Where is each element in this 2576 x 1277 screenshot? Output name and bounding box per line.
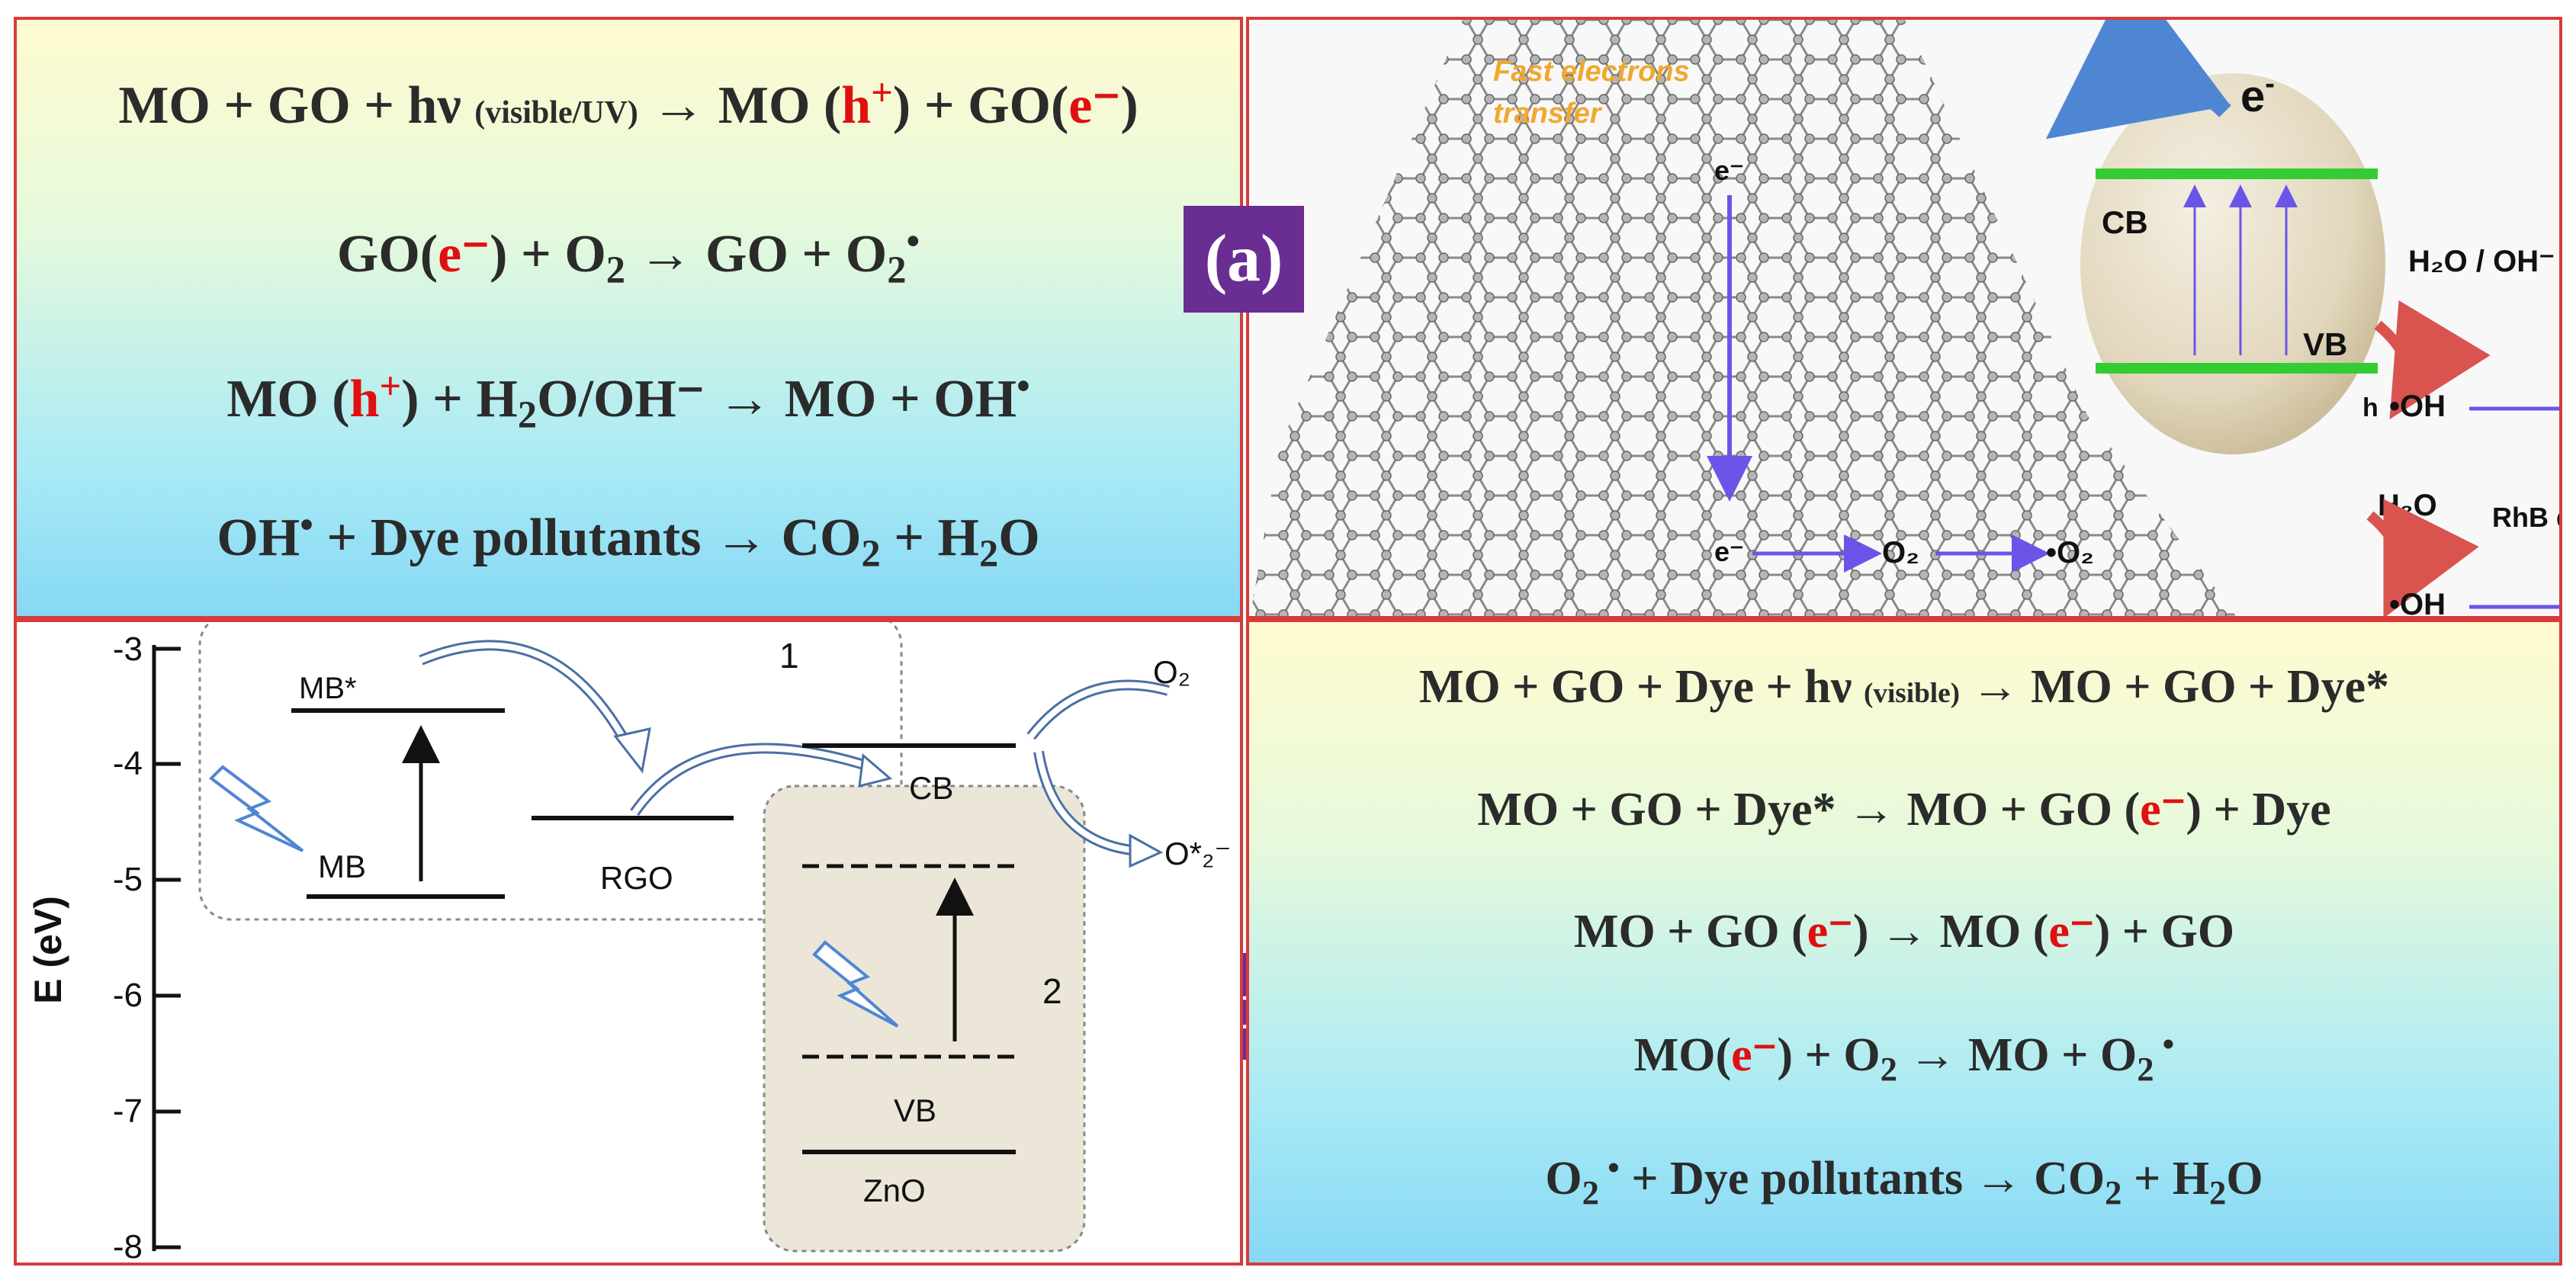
fast-transfer-label-2: transfer <box>1493 98 1603 130</box>
y-tick-label-2: -4 <box>113 745 143 782</box>
panel-a-equations: MO + GO + hν (visible/UV) → MO (h+) + GO… <box>14 17 1243 619</box>
oh-radical-bottom-label: •OH <box>2389 588 2446 619</box>
rhb-degradation-label: RhB degradation <box>2492 502 2562 533</box>
fast-transfer-arrow <box>2045 20 2231 140</box>
o2-label: O₂ <box>1153 654 1190 690</box>
y-tick-label-3: -5 <box>113 861 143 898</box>
equation-b4: MO(e⁻) + O2 → MO + O2 • <box>1633 1024 2175 1089</box>
equation-a1: MO + GO + hν (visible/UV) → MO (h+) + GO… <box>118 71 1139 135</box>
graphene-mechanism-illustration: CB VB h Fast electrons transfer e- e⁻ e⁻… <box>1246 17 2562 619</box>
cb-label: CB <box>2102 204 2148 240</box>
rgo-label: RGO <box>600 860 673 896</box>
graphene-sheet <box>1250 20 2237 616</box>
zno-label: ZnO <box>863 1173 926 1208</box>
lightning-icon <box>812 940 899 1028</box>
vb-label: VB <box>2303 326 2347 362</box>
o2-radical-label: O*₂⁻ <box>1164 836 1232 871</box>
cb-band-line <box>2096 168 2378 179</box>
cb-label: CB <box>909 770 953 806</box>
equation-b1: MO + GO + Dye + hν (visible) → MO + GO +… <box>1418 661 2390 713</box>
equation-a3: MO (h+) + H2O/OH⁻ → MO + OH• <box>226 364 1030 437</box>
y-axis-label: E (eV) <box>27 896 69 1004</box>
region-1-box <box>198 622 903 921</box>
electron-bottom-label: e⁻ <box>1714 536 1744 567</box>
fast-transfer-label-1: Fast electrons <box>1493 56 1690 88</box>
electron-left-label: e⁻ <box>1714 155 1744 186</box>
y-tick-label-1: -3 <box>113 630 143 668</box>
hole-label: h <box>2362 393 2378 422</box>
y-axis-ticks <box>154 647 181 1250</box>
y-tick-label-4: -6 <box>113 977 143 1014</box>
lightning-icon <box>208 765 304 852</box>
energy-level-diagram: -3 -4 -5 -6 -7 -8 E (eV) 1 2 MB* MB RGO <box>14 619 1243 1266</box>
panel-b-equations: MO + GO + Dye + hν (visible) → MO + GO +… <box>1246 619 2562 1266</box>
semiconductor-particle <box>2080 73 2385 454</box>
y-tick-label-6: -8 <box>113 1228 143 1266</box>
o2-label: O₂ <box>1882 536 1919 570</box>
mb-label: MB <box>318 849 366 884</box>
vb-label: VB <box>894 1093 936 1128</box>
h2o-label: H₂O <box>2378 489 2437 522</box>
h2o-oh-label: H₂O / OH⁻ <box>2408 245 2555 278</box>
equation-b2: MO + GO + Dye* → MO + GO (e⁻) + Dye <box>1477 784 2331 836</box>
equation-a4: OH• + Dye pollutants → CO2 + H2O <box>217 503 1040 576</box>
mb-star-label: MB* <box>299 672 357 705</box>
equation-a2: GO(e⁻) + O2 → GO + O2• <box>336 220 920 292</box>
energy-diagram-svg: -3 -4 -5 -6 -7 -8 E (eV) 1 2 MB* MB RGO <box>27 622 1232 1266</box>
region-2-label: 2 <box>1042 971 1062 1011</box>
o2-radical-label: •O₂ <box>2046 536 2094 570</box>
electron-top-label: e- <box>2240 68 2275 121</box>
region-1-label: 1 <box>779 636 799 675</box>
graphene-sheet-graphic: CB VB h Fast electrons transfer e- e⁻ e⁻… <box>1250 20 2562 619</box>
equation-b5: O2 • + Dye pollutants → CO2 + H2O <box>1545 1147 2263 1212</box>
badge-a: (a) <box>1184 206 1304 313</box>
y-tick-label-5: -7 <box>113 1093 143 1130</box>
oh-radical-top-label: •OH <box>2389 390 2446 423</box>
vb-band-line <box>2096 363 2378 374</box>
equation-b3: MO + GO (e⁻) → MO (e⁻) + GO <box>1573 906 2235 958</box>
region-2-box <box>763 784 1086 1253</box>
